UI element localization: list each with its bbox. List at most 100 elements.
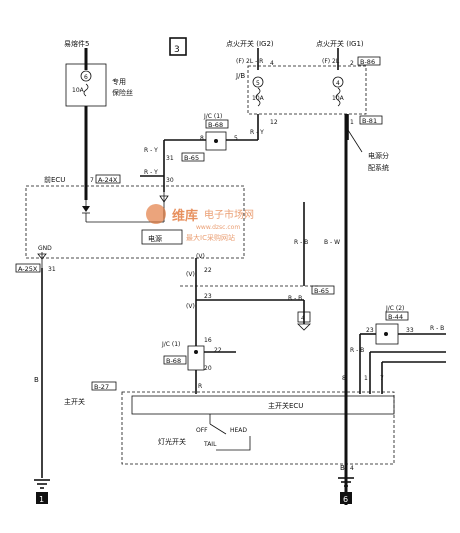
pin-23: 23 (204, 293, 212, 300)
front-ecu-pin-7: 7 (90, 177, 94, 184)
fuse5-symbol (255, 87, 261, 107)
conn-b81: B-81 (362, 117, 377, 125)
ig1-connector: B-86 (360, 58, 375, 66)
wire-ry-1: R - Y (250, 129, 264, 136)
wire-r: R (198, 383, 202, 390)
jc1-top-conn-box (205, 119, 229, 129)
jc1-bottom-pin-20: 20 (204, 365, 212, 372)
power-dist-2: 配系统 (368, 163, 389, 172)
ig2-label: 点火开关 (IG2) (226, 39, 274, 48)
ig2-pin: (F) 2L - R (236, 58, 263, 65)
ig1-pin: (F) 2L (322, 58, 340, 65)
conn-b65: B-65 (184, 154, 199, 162)
fuse-box-label: 易熔件5 (64, 39, 89, 48)
jc1-bottom-label: J/C (1) (161, 341, 180, 348)
switch-lever (209, 423, 227, 435)
fuse-amps: 10A (72, 87, 85, 94)
main-switch-connector: B-27 (94, 383, 109, 391)
ig2-pin-no: 4 (270, 60, 274, 67)
jc2-pin-23: 23 (366, 327, 374, 334)
fuse4-circle (332, 76, 344, 88)
b27-box (91, 381, 117, 391)
main-switch-box (121, 391, 395, 465)
front-ecu-label: 前ECU (44, 175, 65, 184)
jb-label: J/B (235, 72, 245, 80)
v-mark-3: (V) (186, 303, 195, 310)
watermark: 维库 电子市场网 最大IC采购网站 www.dzsc.com (146, 204, 254, 242)
ground-6-label: 6 (343, 495, 348, 504)
main-switch-ecu-label: 主开关ECU (268, 401, 303, 410)
jc1-top-connector: B-68 (208, 121, 223, 129)
ig1-label: 点火开关 (IG1) (316, 39, 364, 48)
ig1-connector-box (357, 56, 381, 66)
wire-rb-right: R - B (350, 347, 364, 354)
wire-bw: B - W (324, 239, 340, 246)
page-number-box (169, 37, 187, 56)
watermark-url: www.dzsc.com (196, 224, 240, 231)
page-number: 3 (174, 45, 180, 55)
jc1-bottom-conn-box (163, 355, 187, 365)
v-mark-2: (V) (186, 271, 195, 278)
fuse-symbol (83, 83, 89, 97)
diode-icon (159, 195, 169, 203)
main-switch-pin-1: 1 (364, 375, 368, 382)
diode-icon (37, 253, 47, 260)
jb-pin-12: 12 (270, 119, 278, 126)
jc2-conn-box (385, 311, 409, 321)
watermark-site: 电子市场网 (204, 208, 254, 221)
light-switch-tail: TAIL (203, 441, 217, 448)
b81-box (359, 115, 383, 125)
front-ecu-pin-30: 30 (166, 177, 174, 184)
fuse-number: 6 (84, 74, 88, 81)
wire (216, 436, 251, 451)
wire-rb-1: R - B (294, 239, 308, 246)
jc1-bottom-pin-16: 16 (204, 337, 212, 344)
fuse5-amps: 10A (252, 95, 265, 102)
front-ecu-pin-22: 22 (204, 267, 212, 274)
arrow-line (347, 129, 363, 153)
wire-b-left: B (34, 376, 39, 384)
ground-1-box (36, 492, 48, 504)
dedicated-fuse-label-2: 保险丝 (112, 88, 133, 97)
fuse4-symbol (335, 87, 341, 107)
dedicated-fuse-box (65, 63, 107, 107)
pin-4: 4 (350, 465, 354, 472)
v-mark-1: (V) (196, 253, 205, 260)
conn-b65b: B-65 (314, 287, 329, 295)
junction-dot (214, 139, 218, 143)
jc2-connector: B-44 (388, 313, 403, 321)
jc1-bottom-box (187, 345, 205, 371)
jc1-top-pin-5: 5 (234, 135, 238, 142)
watermark-slogan: 最大IC采购网站 (186, 233, 235, 242)
conn-box-4-label: 4 (301, 315, 305, 322)
arrow-down-icon (297, 323, 311, 331)
ecu-power-box (141, 229, 183, 245)
jc1-top-pin-8: 8 (200, 135, 204, 142)
wire-ry-3: R - Y (144, 169, 158, 176)
b65b-box (311, 285, 335, 295)
power-dist-1: 电源分 (368, 151, 389, 160)
conn-box-4 (297, 311, 311, 323)
watermark-logo-icon (146, 204, 166, 224)
a25x-box (15, 263, 41, 273)
ground-1-label: 1 (39, 495, 44, 504)
jc1-top-box (205, 131, 227, 151)
jc2-wire: R - B (430, 325, 444, 332)
wire-ry-2: R - Y (144, 147, 158, 154)
jb-box (247, 65, 367, 115)
jb-pin-1: 1 (350, 119, 354, 126)
dedicated-fuse-label-1: 专用 (112, 77, 126, 86)
front-ecu-pin-31: 31 (166, 155, 174, 162)
watermark-brand: 维库 (172, 208, 198, 224)
fuse5-circle (252, 76, 264, 88)
main-switch-ecu-box (131, 395, 395, 415)
front-ecu-connector: A-24X (98, 176, 118, 184)
fuse4-amps: 10A (332, 95, 345, 102)
wire-b-bottom: B (340, 464, 345, 472)
junction-dot (194, 350, 198, 354)
main-switch-label: 主开关 (64, 397, 85, 406)
ig1-pin-no: 2 (350, 60, 354, 67)
light-switch-off: OFF (196, 427, 208, 434)
jc2-label: J/C (2) (385, 305, 404, 312)
